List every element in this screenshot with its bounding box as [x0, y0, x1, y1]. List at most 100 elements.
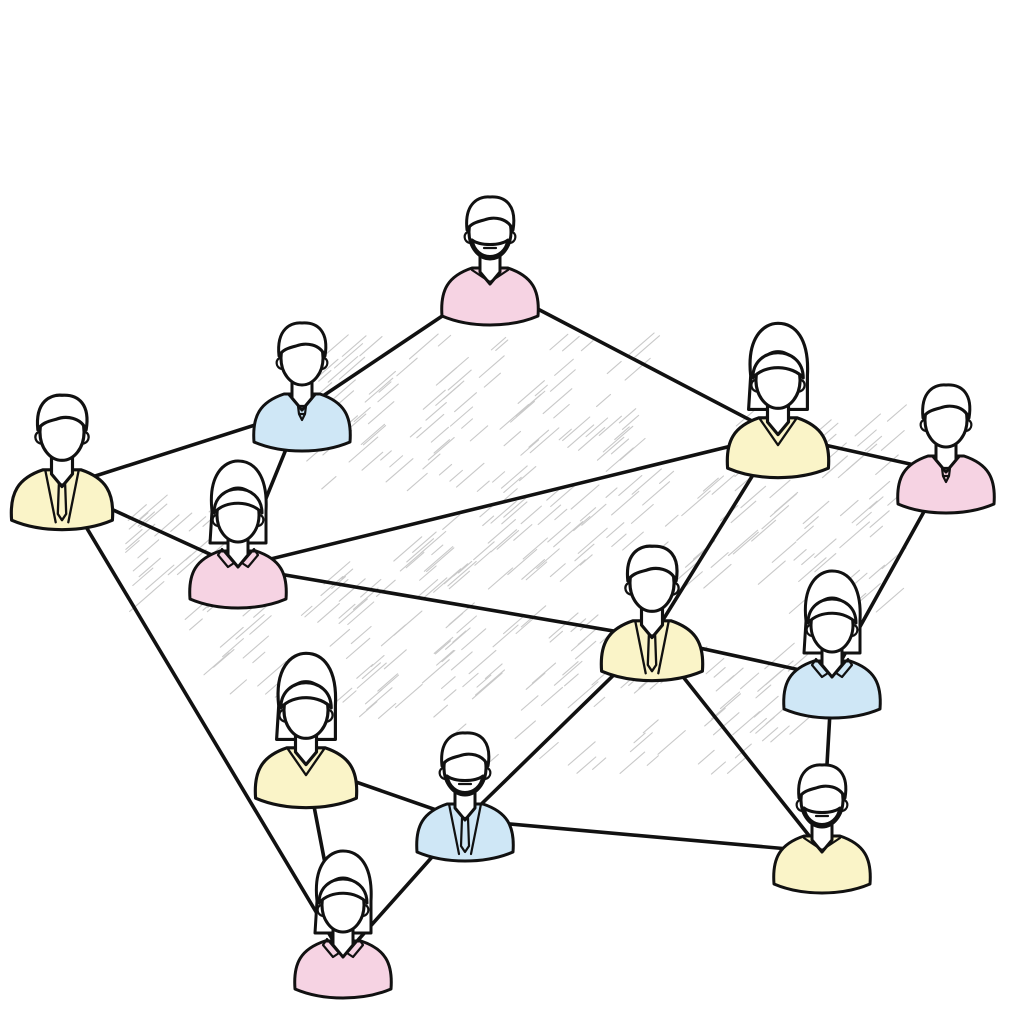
- hatch-stroke: [317, 603, 340, 623]
- hatch-stroke: [476, 480, 490, 492]
- hatch-stroke: [242, 635, 269, 659]
- hatch-stroke: [132, 567, 154, 587]
- hatch-stroke: [757, 560, 786, 585]
- fringe-icon: [317, 877, 369, 905]
- hatch-stroke: [318, 370, 332, 382]
- hatch-stroke: [659, 470, 675, 485]
- shirt-icon: [188, 549, 288, 610]
- hatch-stroke: [338, 356, 366, 380]
- hatch-stroke: [433, 636, 454, 654]
- hair-icon: [440, 731, 491, 768]
- hatch-stroke: [562, 335, 580, 352]
- hatch-stroke: [550, 485, 576, 508]
- hatch-stroke: [436, 649, 455, 666]
- person-p10-icon: [415, 731, 515, 863]
- hatch-stroke: [222, 638, 244, 658]
- hatch-stroke: [567, 681, 599, 709]
- hatch-stroke: [219, 626, 244, 648]
- person-p1-icon: [440, 195, 540, 327]
- hatch-stroke: [412, 531, 437, 553]
- hatch-stroke: [801, 553, 815, 566]
- hatch-stroke: [611, 533, 627, 548]
- hatch-stroke: [441, 649, 456, 663]
- hatch-stroke: [580, 340, 594, 352]
- hatch-stroke: [423, 546, 454, 572]
- hatch-stroke: [549, 333, 569, 351]
- hatch-stroke: [606, 360, 622, 375]
- hatch-stroke: [769, 479, 791, 499]
- hatch-stroke: [657, 730, 686, 755]
- collar-icon: [286, 392, 318, 412]
- hatch-stroke: [710, 552, 729, 568]
- hatch-stroke: [770, 725, 790, 743]
- hatch-stroke: [869, 525, 884, 538]
- hatch-stroke: [483, 372, 501, 388]
- connection-line: [60, 484, 345, 959]
- hatch-stroke: [554, 508, 568, 521]
- hatch-stroke: [456, 462, 485, 488]
- hatch-stroke: [577, 527, 608, 554]
- hatch-stroke: [761, 505, 790, 530]
- hatch-stroke: [757, 670, 782, 692]
- ear-icon: [438, 766, 447, 781]
- hatch-stroke: [520, 505, 542, 525]
- hatch-stroke: [338, 578, 366, 602]
- hatch-stroke: [482, 515, 495, 527]
- ear-icon: [316, 903, 325, 918]
- hatch-stroke: [380, 450, 392, 461]
- hatch-stroke: [727, 529, 759, 557]
- hatch-stroke: [549, 563, 566, 578]
- hatch-stroke: [500, 465, 528, 489]
- hatch-stroke: [674, 560, 700, 583]
- hatch-stroke: [367, 401, 395, 425]
- hatch-stroke: [598, 415, 623, 436]
- hatch-stroke: [405, 551, 425, 569]
- hatch-stroke: [300, 605, 313, 616]
- hatch-stroke: [378, 381, 392, 393]
- hatch-stroke: [684, 549, 706, 568]
- person-p3-icon: [9, 393, 115, 532]
- hatch-stroke: [606, 522, 625, 539]
- hatch-stroke: [396, 357, 418, 377]
- hatch-stroke: [385, 458, 414, 483]
- hatch-stroke: [435, 367, 457, 386]
- hatch-stroke: [574, 543, 595, 562]
- collar-icon: [810, 657, 854, 679]
- hatch-stroke: [513, 524, 533, 541]
- hatch-stroke: [476, 674, 492, 688]
- hair-icon: [35, 393, 89, 432]
- hatch-stroke: [320, 575, 344, 597]
- shirt-icon: [440, 266, 540, 327]
- hatch-stroke: [421, 659, 450, 684]
- shirt-icon: [772, 834, 872, 895]
- hatch-stroke: [406, 472, 428, 492]
- connection-line: [236, 565, 654, 640]
- hatch-stroke: [469, 425, 489, 442]
- hatch-stroke: [501, 501, 528, 525]
- hatch-stroke: [377, 673, 399, 692]
- ear-icon: [325, 708, 334, 723]
- collar-icon: [321, 937, 365, 959]
- hatch-stroke: [548, 612, 579, 639]
- hatch-stroke: [495, 339, 509, 351]
- hatch-stroke: [521, 559, 546, 580]
- hatch-stroke: [408, 333, 439, 360]
- hatch-stroke: [419, 565, 437, 581]
- hatch-stroke: [534, 384, 548, 397]
- hatch-stroke: [438, 463, 453, 476]
- hatch-stroke: [596, 436, 625, 461]
- hatch-stroke: [739, 672, 760, 690]
- hatch-stroke: [646, 755, 659, 766]
- lapel-icon: [634, 619, 670, 675]
- shirt-icon: [782, 659, 882, 720]
- hatch-stroke: [362, 425, 387, 446]
- hatch-stroke: [769, 493, 797, 518]
- hatch-stroke: [341, 568, 354, 579]
- hatch-stroke: [619, 751, 646, 774]
- hatch-stroke: [520, 695, 539, 711]
- hatch-stroke: [452, 630, 467, 643]
- hatch-stroke: [338, 603, 356, 619]
- ear-icon: [320, 356, 329, 371]
- hatch-stroke: [449, 406, 474, 427]
- hatch-stroke: [567, 424, 595, 448]
